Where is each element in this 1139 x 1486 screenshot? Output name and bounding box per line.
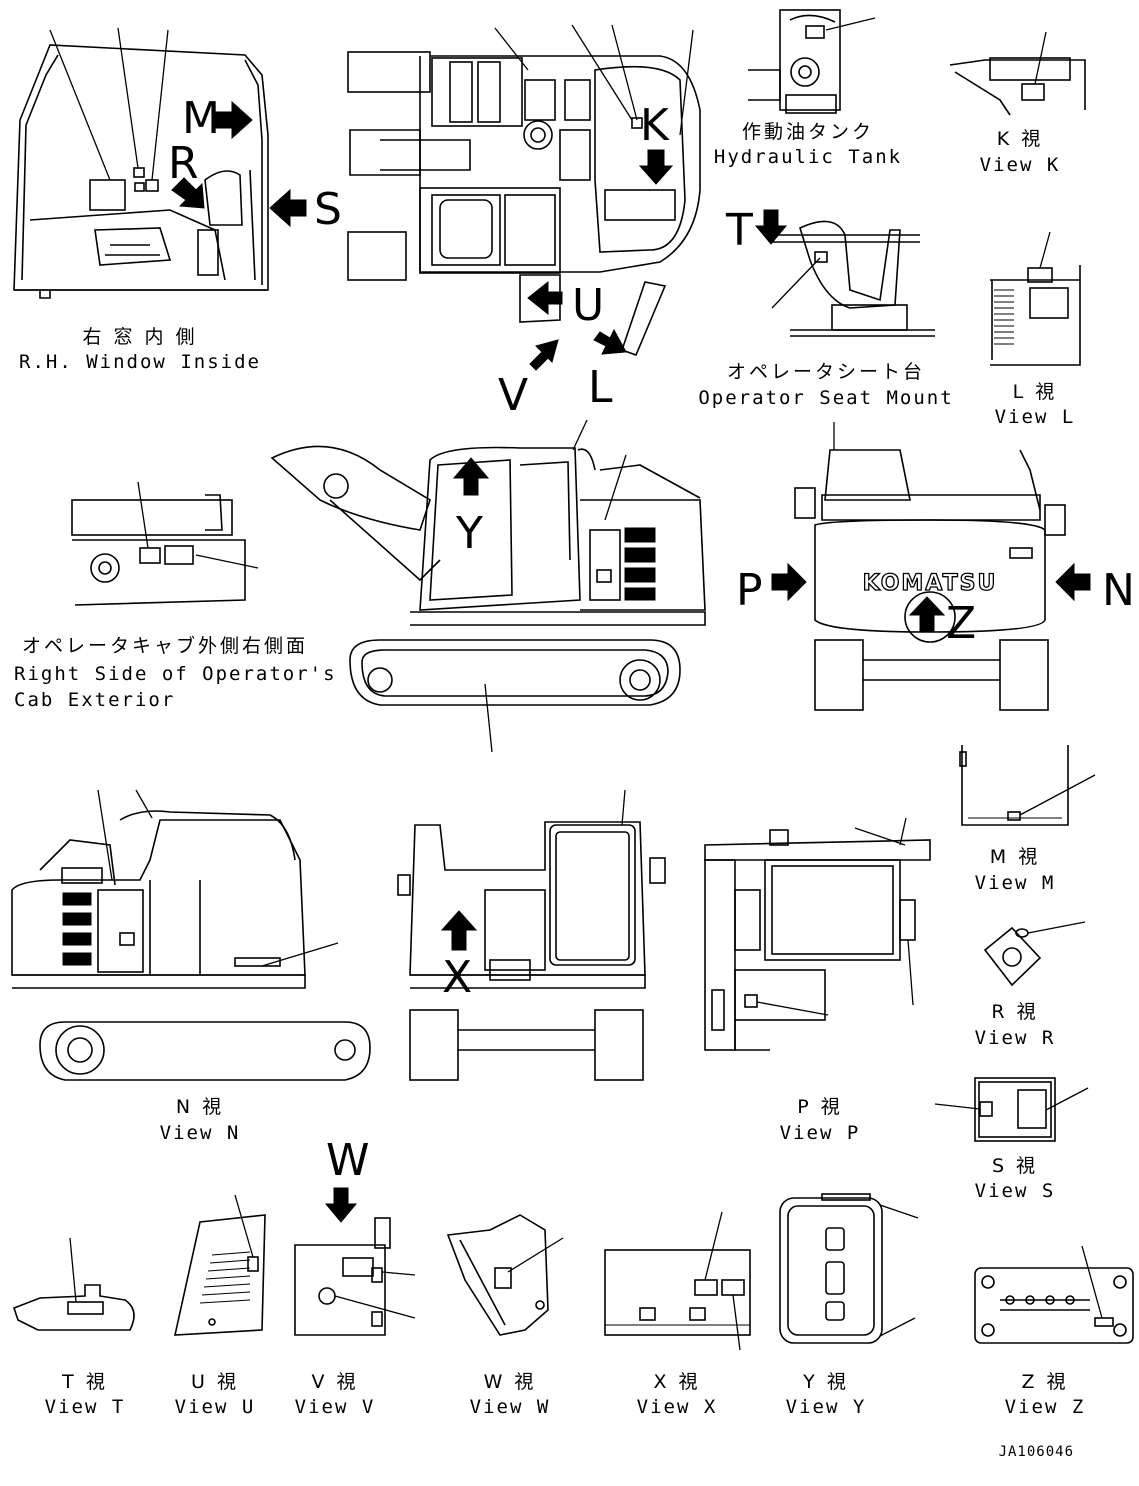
view-m-label-jp: M 視	[990, 846, 1040, 868]
arrow-l-letter: L	[588, 362, 613, 413]
drawing-number: JA106046	[999, 1444, 1074, 1460]
rh-window-inside-label-en: R.H. Window Inside	[19, 351, 261, 373]
view-z-label-en: View Z	[1005, 1396, 1086, 1418]
view-z-label-jp: Z 視	[1021, 1371, 1068, 1393]
arrow-k-letter: K	[640, 100, 670, 151]
view-v-drawing	[294, 1217, 416, 1336]
view-k-label-en: View K	[980, 154, 1061, 176]
view-x-label-jp: X 視	[653, 1371, 700, 1393]
view-w-label-en: View W	[470, 1396, 551, 1418]
operator-seat-mount-label-en: Operator Seat Mount	[698, 387, 953, 409]
view-t-drawing	[12, 1237, 135, 1331]
view-u-label-jp: U 視	[191, 1371, 239, 1393]
view-r-drawing	[983, 921, 1086, 987]
arrow-t: T	[725, 205, 788, 256]
view-z-drawing	[974, 1245, 1134, 1344]
arrow-z-letter: Z	[946, 598, 976, 649]
view-x-label-en: View X	[637, 1396, 718, 1418]
arrow-k: K	[638, 100, 674, 185]
cab-right-side-label-en2: Cab Exterior	[14, 689, 175, 711]
view-v-label-jp: V 視	[311, 1371, 358, 1393]
arrow-m-letter: M	[182, 93, 220, 144]
view-p-drawing	[704, 817, 931, 1051]
operator-seat-mount-drawing	[770, 220, 935, 337]
view-r-label-en: View R	[975, 1027, 1056, 1049]
view-y-drawing	[779, 1193, 919, 1344]
arrow-v: V	[498, 339, 559, 421]
view-m-label-en: View M	[975, 872, 1056, 894]
arrow-s: S	[269, 184, 342, 235]
view-p-label-jp: P 視	[797, 1096, 843, 1118]
arrow-w-letter: W	[326, 1135, 370, 1186]
view-u-drawing	[173, 1194, 266, 1336]
rear-view-drawing: KOMATSU	[794, 422, 1066, 711]
rh-window-inside-label-jp: 右 窓 内 側	[82, 326, 197, 348]
view-t-label-jp: T 視	[61, 1371, 108, 1393]
arrow-x: X	[440, 910, 478, 1003]
view-n-label-en: View N	[160, 1122, 241, 1144]
view-v-label-en: View V	[295, 1396, 376, 1418]
arrow-n: N	[1055, 562, 1135, 616]
view-s-drawing	[934, 1077, 1089, 1142]
view-n-label-jp: N 視	[176, 1096, 224, 1118]
view-k-label-jp: K 視	[997, 128, 1044, 150]
view-l-label-en: View L	[995, 406, 1076, 428]
view-u-label-en: View U	[175, 1396, 256, 1418]
rh-window-inside-drawing	[13, 27, 269, 299]
arrow-w: W	[324, 1135, 370, 1223]
arrow-l: L	[588, 328, 627, 413]
arrow-s-letter: S	[314, 184, 342, 235]
hydraulic-tank-drawing	[748, 9, 876, 114]
hydraulic-tank-label-en: Hydraulic Tank	[714, 146, 902, 168]
view-p-label-en: View P	[780, 1122, 861, 1144]
arrow-u: U	[527, 280, 604, 331]
hydraulic-tank-label-jp: 作動油タンク	[742, 121, 874, 143]
arrow-x-letter: X	[442, 952, 472, 1003]
plan-view-drawing	[347, 24, 701, 357]
view-x-drawing	[397, 789, 666, 1081]
view-x-detail-drawing	[604, 1211, 751, 1351]
arrow-y-letter: Y	[455, 508, 483, 559]
operator-seat-mount-label-jp: オペレータシート台	[727, 361, 925, 383]
arrow-u-letter: U	[572, 280, 604, 331]
arrow-r: R	[168, 138, 205, 209]
view-n-drawing	[11, 789, 371, 1081]
arrow-v-letter: V	[498, 370, 528, 421]
arrow-m: M	[182, 93, 253, 144]
view-l-drawing	[990, 231, 1081, 366]
view-w-drawing	[446, 1214, 564, 1336]
arrow-z: Z	[904, 591, 976, 649]
cab-right-side-drawing	[71, 481, 259, 606]
view-y-label-jp: Y 視	[802, 1371, 849, 1393]
cab-right-side-label-en1: Right Side of Operator's	[14, 663, 337, 685]
view-y-label-en: View Y	[786, 1396, 867, 1418]
view-s-label-en: View S	[975, 1180, 1056, 1202]
view-w-label-jp: W 視	[484, 1371, 537, 1393]
view-l-label-jp: L 視	[1013, 381, 1058, 403]
arrow-n-letter: N	[1102, 565, 1135, 616]
arrow-p-letter: P	[736, 565, 763, 616]
cab-right-side-label-jp: オペレータキャブ外側右側面	[22, 634, 308, 657]
view-t-label-en: View T	[45, 1396, 126, 1418]
arrow-t-letter: T	[725, 205, 753, 256]
view-k-drawing	[949, 31, 1086, 116]
view-m-drawing	[959, 745, 1096, 826]
view-r-label-jp: R 視	[991, 1001, 1038, 1023]
arrow-y: Y	[452, 457, 490, 559]
view-s-label-jp: S 視	[992, 1155, 1038, 1177]
arrow-p: P	[736, 562, 807, 616]
excavator-side-view-drawing	[270, 419, 706, 753]
